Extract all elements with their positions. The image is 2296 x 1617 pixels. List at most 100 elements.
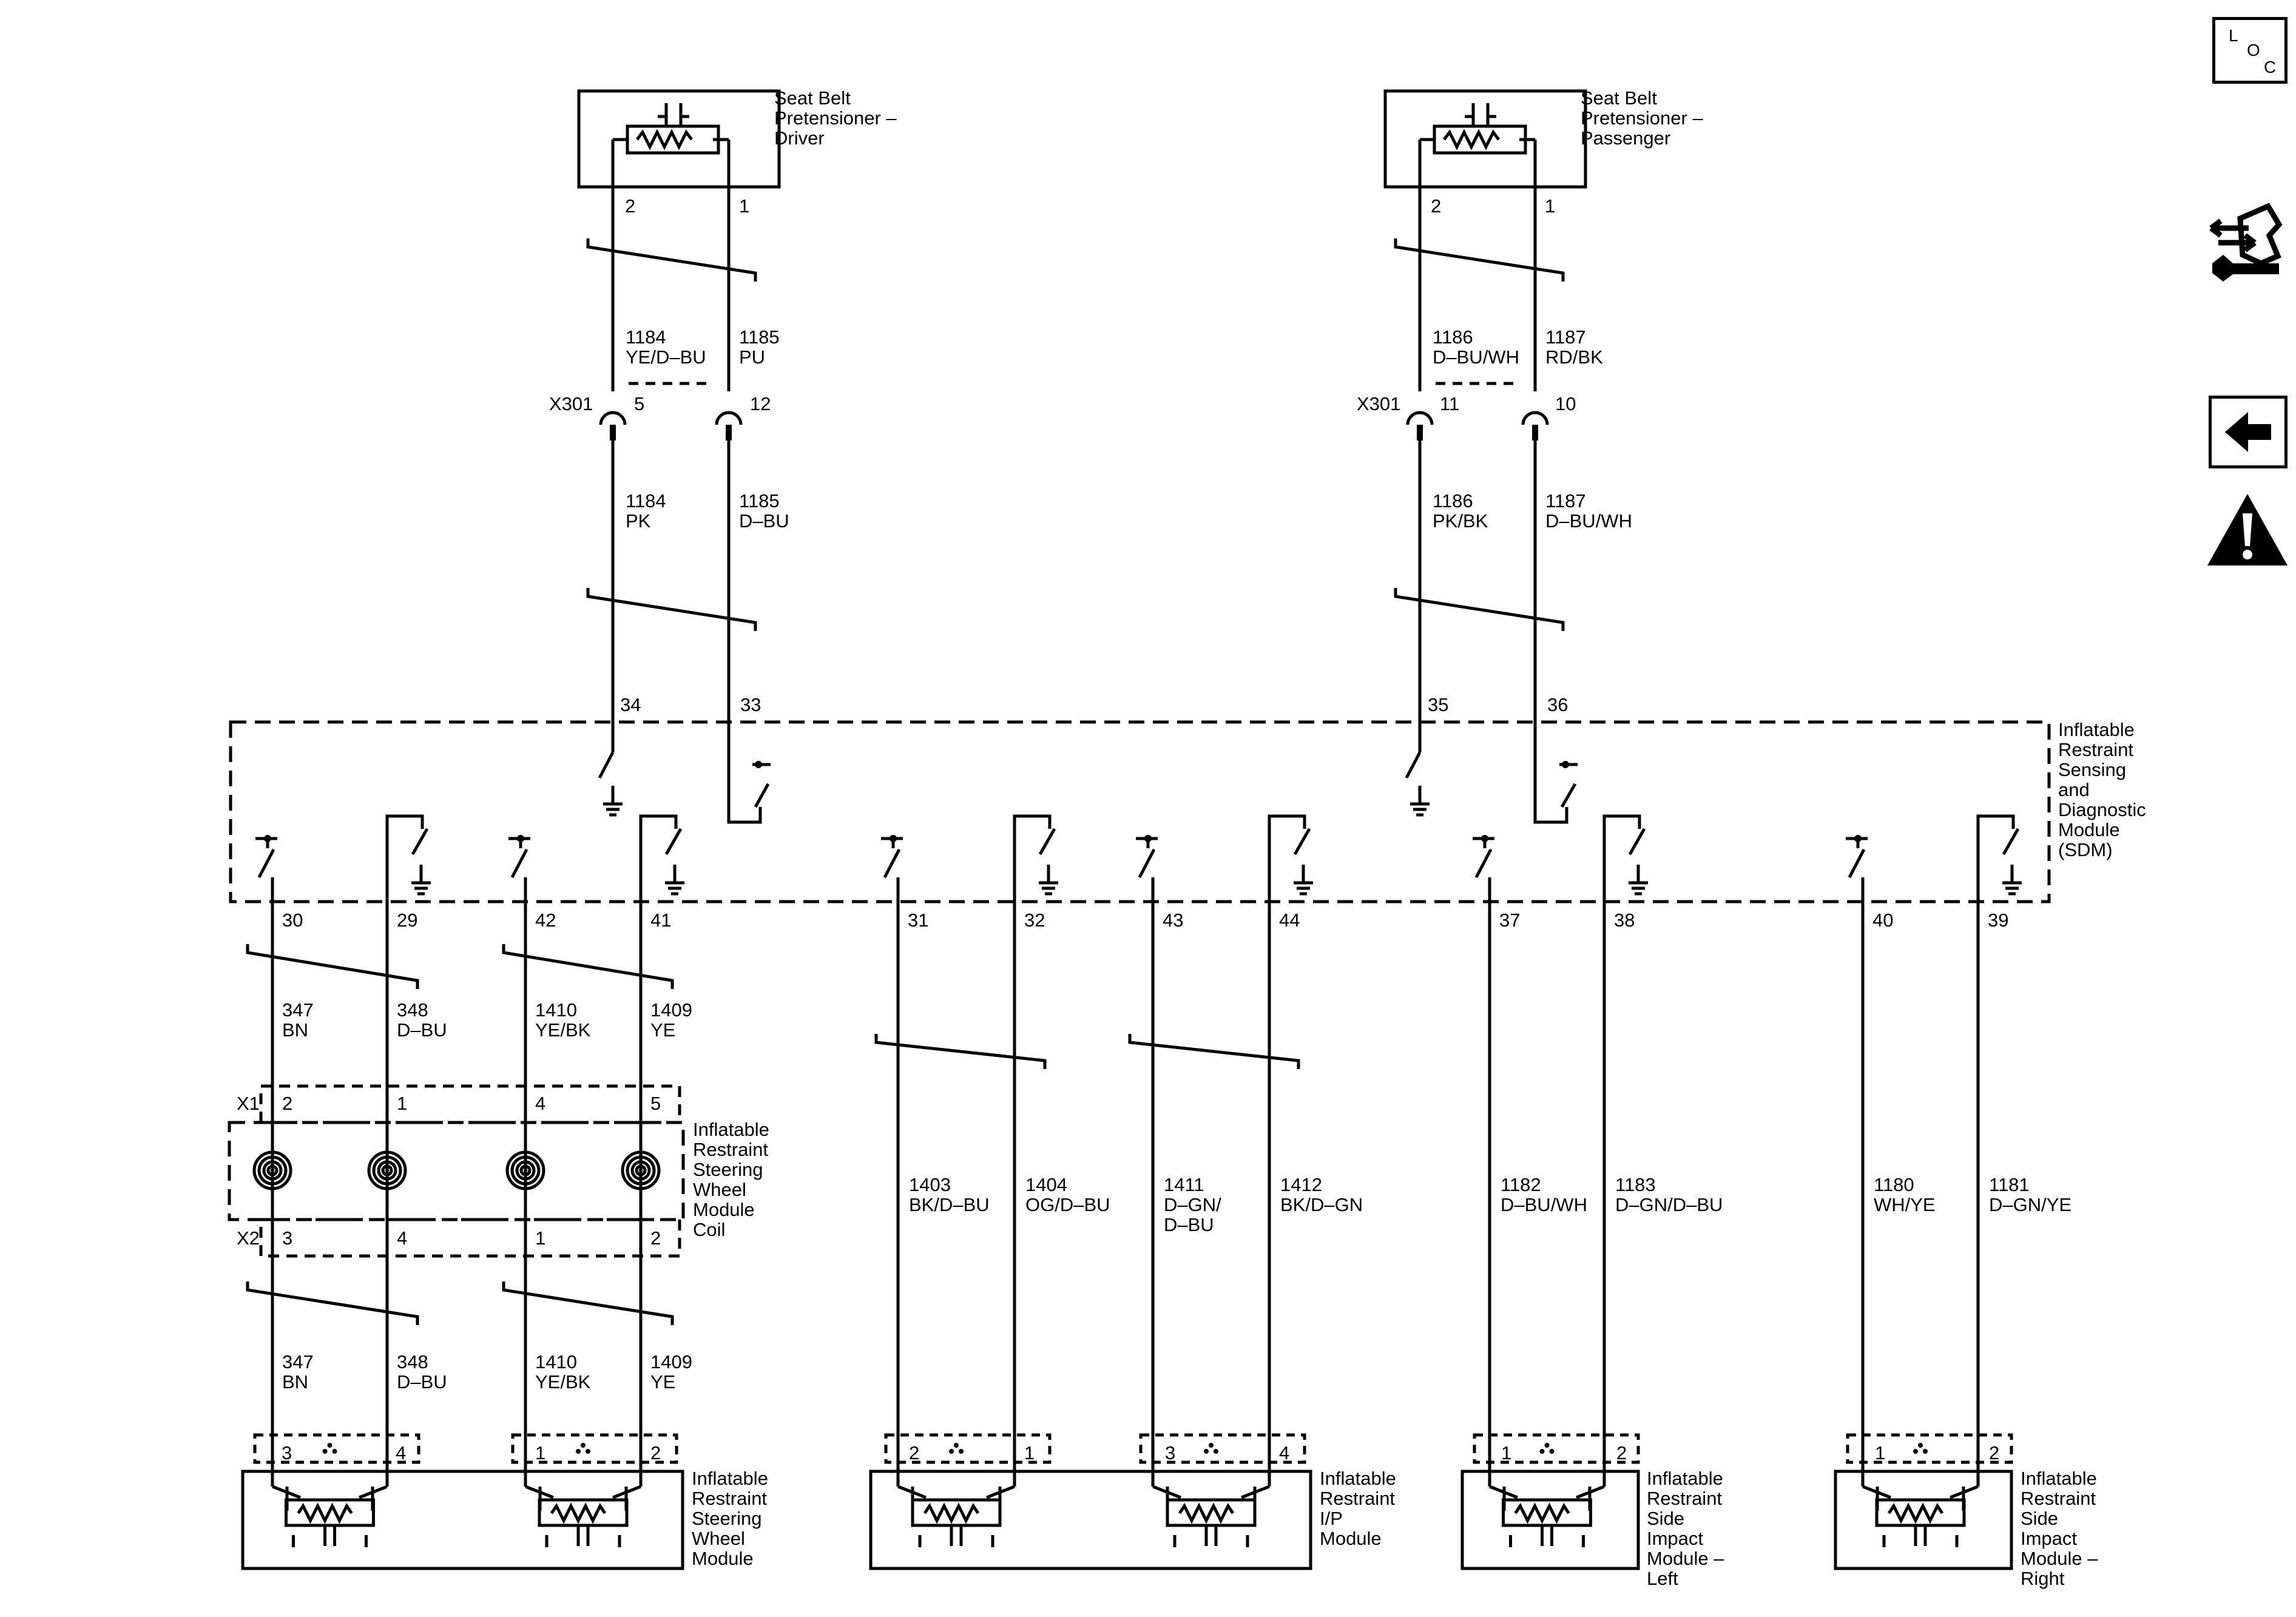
switch-wire [1013, 814, 1052, 902]
connector-pin-label: 4 [535, 1093, 545, 1114]
component-label: Module [1320, 1528, 1382, 1549]
coil-spiral [367, 1150, 407, 1190]
component-label: Inflatable [1647, 1468, 1723, 1489]
component-label: Side [1647, 1508, 1684, 1529]
sdm-label: Diagnostic [2058, 799, 2146, 820]
coil-spiral [266, 1164, 279, 1176]
airbag-module-box [1834, 1470, 2013, 1570]
sdm-pin-label: 42 [535, 910, 556, 931]
squib-resistor [297, 1502, 353, 1524]
wire-label: D–BU [397, 1019, 447, 1041]
coil-center [271, 1169, 274, 1172]
component-label: Steering [693, 1159, 763, 1180]
wire-label: 1403 [909, 1174, 951, 1195]
connector-pin-label: 5 [634, 393, 644, 414]
switch-blade [411, 828, 429, 856]
module-connector-box [884, 1433, 1052, 1464]
sdm-pin-label: 37 [1499, 910, 1520, 931]
airbag-module-box [1460, 1470, 1640, 1570]
coil-center [385, 1169, 389, 1172]
squib-body [626, 124, 720, 155]
squib-body [1502, 1498, 1592, 1527]
wire-label: BK/D–BU [909, 1194, 990, 1215]
module-pin-label: 2 [1989, 1442, 1999, 1463]
wire-label: YE/D–BU [626, 346, 706, 368]
connector-pin-label: 12 [750, 393, 771, 414]
module-connector-box [511, 1433, 678, 1464]
back-arrow-icon [2225, 412, 2271, 452]
switch-blade [2002, 828, 2020, 856]
module-pin-label: 4 [1279, 1442, 1289, 1463]
pin-label: 2 [1431, 195, 1441, 217]
component-label: Passenger [1581, 127, 1670, 149]
sdm-label: (SDM) [2058, 839, 2113, 860]
loc-letter-l: L [2229, 26, 2238, 45]
component-label: Restraint [2021, 1488, 2096, 1509]
connector-pin-label: 4 [397, 1227, 407, 1249]
switch-blade [1293, 828, 1311, 856]
wire-break-symbol [502, 944, 674, 989]
connector-x1-box [259, 1084, 681, 1124]
connector-female-terminal [599, 411, 627, 425]
component-label: Module – [1647, 1548, 1724, 1569]
component-label: Restraint [692, 1488, 767, 1509]
wire-break-symbol [1128, 1034, 1300, 1069]
pin-label: 2 [625, 195, 635, 217]
wire-label: 1186 [1433, 490, 1473, 511]
shorting-bar-dot [949, 1449, 954, 1454]
wire-label: D–BU/WH [1545, 510, 1632, 532]
wire-label: 1409 [650, 1351, 692, 1372]
connector-pin-label: 5 [650, 1093, 661, 1114]
module-pin-label: 1 [1875, 1442, 1885, 1463]
component-label: Inflatable [692, 1468, 768, 1489]
wire-label: BK/D–GN [1280, 1194, 1363, 1215]
warning-icon[interactable] [2205, 490, 2290, 569]
squib-body [538, 1498, 629, 1527]
wire-label: YE [650, 1019, 675, 1041]
shorting-bar-dot [1204, 1449, 1209, 1454]
switch-wire [385, 814, 424, 902]
coil-center [524, 1169, 527, 1172]
sdm-pin-label: 34 [620, 694, 641, 715]
module-pin-label: 3 [1165, 1442, 1175, 1463]
module-pin-label: 1 [1501, 1442, 1511, 1463]
wire-label: 1410 [535, 999, 577, 1021]
steering-wheel-coil-box [228, 1121, 685, 1221]
back-icon[interactable] [2209, 396, 2288, 468]
component-label: Pretensioner – [774, 107, 897, 129]
location-view-icon[interactable]: L O C [2212, 17, 2288, 84]
wire-label: 1184 [626, 490, 666, 511]
switch-blade [1474, 848, 1493, 879]
connector-male-terminal [1417, 425, 1423, 441]
module-connector-box [253, 1433, 420, 1464]
connector-end-view-icon[interactable] [2206, 200, 2291, 285]
component-label: Restraint [1647, 1488, 1722, 1509]
connector-pin-label: 10 [1555, 393, 1576, 414]
wire-label: D–BU [739, 510, 789, 532]
sdm-label: and [2058, 779, 2090, 800]
component-label: Side [2021, 1508, 2058, 1529]
module-connector-box [1139, 1433, 1306, 1464]
connector-label: X2 [237, 1227, 260, 1249]
module-pin-label: 3 [282, 1442, 292, 1463]
wire-label: 348 [397, 999, 428, 1021]
coil-spiral [262, 1160, 283, 1181]
shorting-bar-dot [576, 1449, 581, 1454]
seat-belt-pretensioner-box [1383, 89, 1587, 189]
wire-label: PU [739, 346, 765, 368]
sdm-pin-label: 33 [740, 694, 761, 715]
wire-label: D–BU/WH [1501, 1194, 1587, 1215]
wire-break-symbol [586, 588, 757, 631]
module-pin-label: 1 [1024, 1442, 1035, 1463]
shorting-bar-dot [581, 1443, 586, 1448]
component-label: Inflatable [693, 1119, 769, 1140]
coil-spiral [621, 1150, 661, 1190]
wire-label: 1180 [1874, 1174, 1914, 1195]
component-label: Seat Belt [774, 87, 851, 109]
wire-break-symbol [502, 1281, 674, 1325]
shorting-bar-dot [1214, 1449, 1218, 1454]
sdm-pin-label: 30 [282, 910, 303, 931]
squib-resistor [923, 1502, 980, 1524]
switch-blade [1405, 751, 1422, 779]
module-pin-label: 2 [1616, 1442, 1627, 1463]
